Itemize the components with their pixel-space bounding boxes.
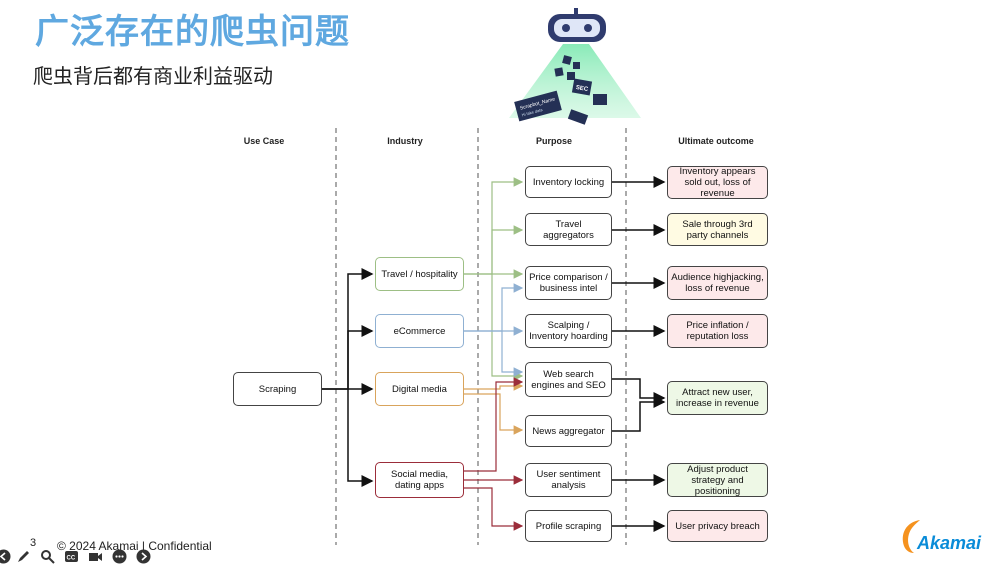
outcome-third-party: Sale through 3rd party channels [667, 213, 768, 246]
outcome-attract-users: Attract new user, increase in revenue [667, 381, 768, 415]
svg-text:CC: CC [67, 556, 76, 562]
video-icon[interactable] [88, 549, 103, 564]
outcome-sold-out: Inventory appears sold out, loss of reve… [667, 166, 768, 199]
slide-title: 广泛存在的爬虫问题 [35, 12, 350, 52]
next-icon[interactable] [136, 549, 151, 564]
more-options-icon[interactable] [112, 549, 127, 564]
captions-icon[interactable]: CC [64, 549, 79, 564]
outcome-privacy-breach: User privacy breach [667, 510, 768, 542]
akamai-logo-text: Akamai [917, 533, 982, 553]
akamai-logo-icon [902, 520, 920, 553]
robot-card-sub: Hi fake data [521, 107, 544, 118]
purpose-inventory-locking: Inventory locking [525, 166, 612, 198]
column-header-purpose: Purpose [535, 136, 572, 146]
column-header-outcome: Ultimate outcome [678, 136, 754, 146]
column-header-use-case: Use Case [243, 136, 285, 146]
column-header-industry: Industry [387, 136, 423, 146]
pen-icon[interactable] [16, 549, 31, 564]
use-case-scraping: Scraping [233, 372, 322, 406]
purpose-profile-scraping: Profile scraping [525, 510, 612, 542]
purpose-web-search: Web search engines and SEO [525, 362, 612, 397]
previous-icon[interactable] [0, 549, 11, 564]
outcome-price-inflation: Price inflation / reputation loss [667, 314, 768, 348]
outcome-audience-hijacking: Audience highjacking, loss of revenue [667, 266, 768, 300]
purpose-news-aggregator: News aggregator [525, 415, 612, 447]
industry-ecommerce: eCommerce [375, 314, 464, 348]
scraper-robot-illustration: Scrapbot_Name Hi fake data SEC [509, 8, 641, 125]
purpose-price-comparison: Price comparison / business intel [525, 266, 612, 300]
zoom-icon[interactable] [40, 549, 55, 564]
industry-digital-media: Digital media [375, 372, 464, 406]
purpose-scalping: Scalping / Inventory hoarding [525, 314, 612, 348]
column-dividers [335, 128, 627, 545]
robot-sec-label: SEC [575, 85, 589, 93]
footer-copyright: © 2024 Akamai | Confidential [57, 539, 212, 553]
outcome-adjust-strategy: Adjust product strategy and positioning [667, 463, 768, 497]
industry-social-media: Social media, dating apps [375, 462, 464, 498]
industry-travel: Travel / hospitality [375, 257, 464, 291]
purpose-travel-aggregators: Travel aggregators [525, 213, 612, 246]
slide-subtitle: 爬虫背后都有商业利益驱动 [33, 64, 273, 88]
purpose-user-sentiment: User sentiment analysis [525, 463, 612, 497]
page-number: 3 [30, 537, 37, 549]
